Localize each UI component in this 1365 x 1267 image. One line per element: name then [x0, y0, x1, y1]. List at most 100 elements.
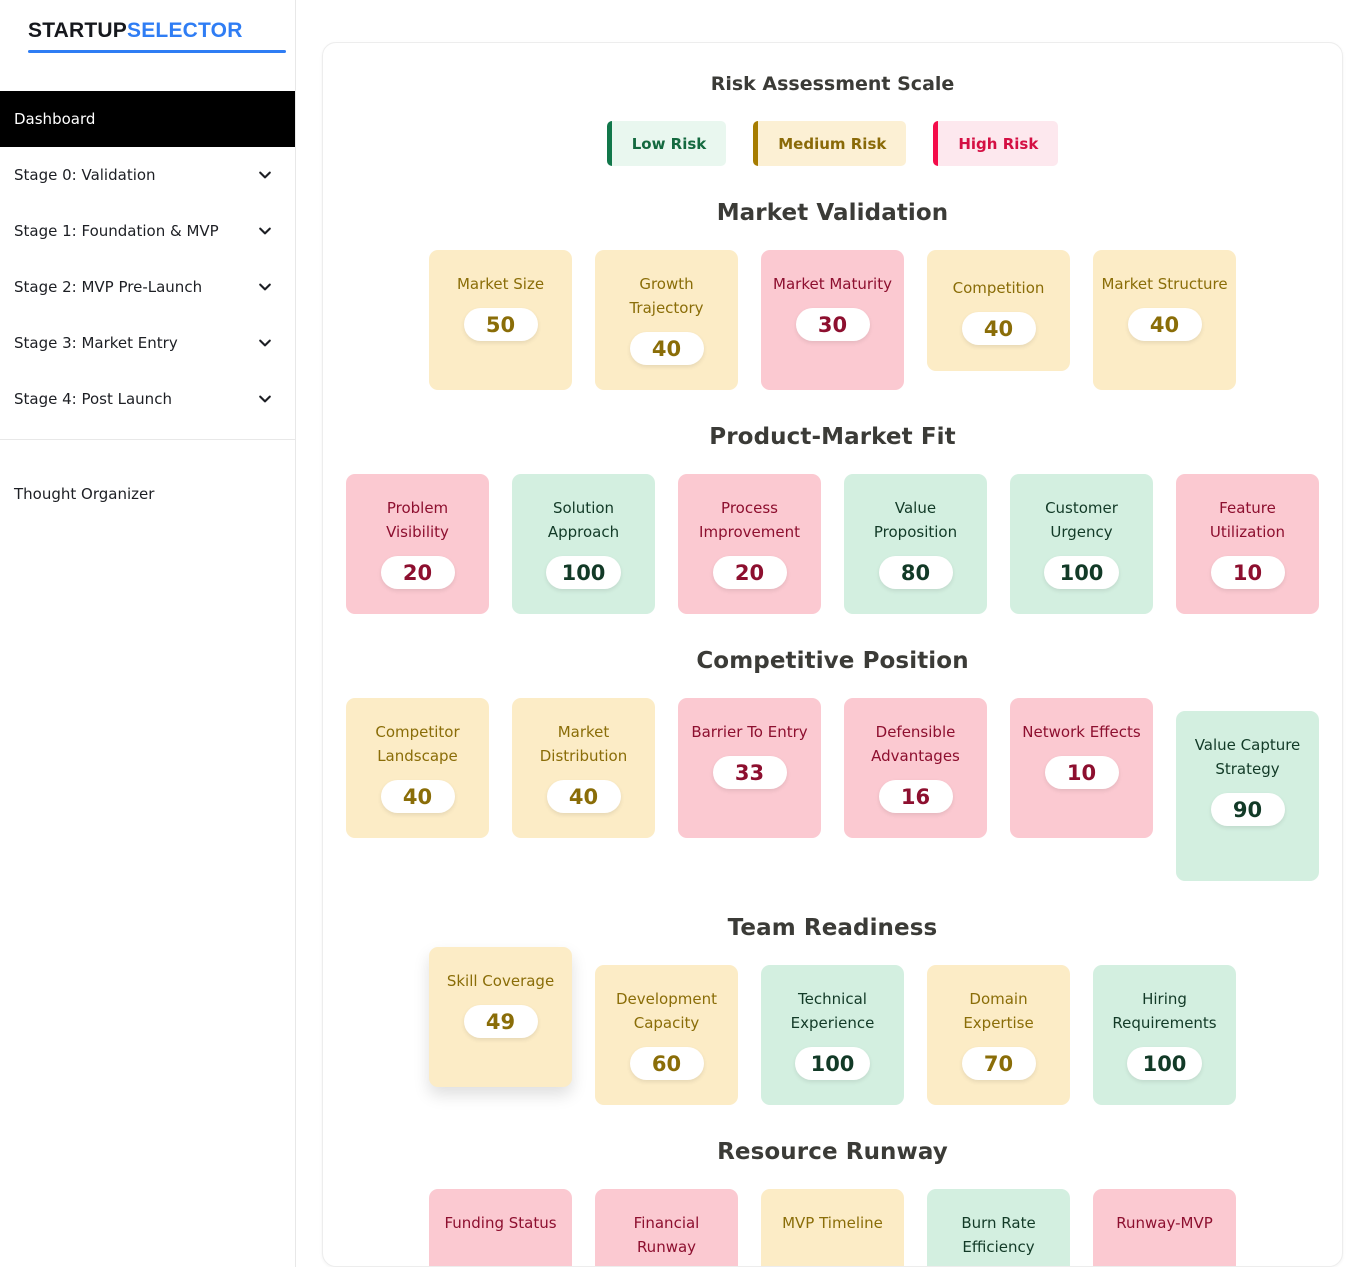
metric-card-label: Solution Approach [547, 499, 620, 541]
metric-card-row: Funding Status Financial Runway MVP Timeli… [323, 1189, 1342, 1266]
chevron-down-icon [257, 279, 273, 295]
metric-card-value: 40 [546, 780, 621, 813]
metric-card-label: Hiring Requirements [1112, 990, 1217, 1032]
metric-card-value: 100 [545, 556, 622, 589]
metric-card-value: 90 [1210, 793, 1285, 826]
metric-card-value-capture-strategy[interactable]: Value Capture Strategy 90 [1176, 711, 1319, 881]
metric-card-value: 50 [463, 308, 538, 341]
metric-card-label: Value Proposition [873, 499, 958, 541]
metric-card-label: Development Capacity [616, 990, 717, 1032]
section-title: Product-Market Fit [709, 424, 956, 450]
metric-card-burn-rate-efficiency[interactable]: Burn Rate Efficiency [927, 1189, 1070, 1266]
chevron-down-icon [257, 335, 273, 351]
metric-card-label: Technical Experience [790, 990, 875, 1032]
metric-card-hiring-requirements[interactable]: Hiring Requirements 100 [1093, 965, 1236, 1105]
sidebar-item-stage-4-post-launch[interactable]: Stage 4: Post Launch [0, 371, 295, 427]
metric-card-label: Financial Runway [633, 1214, 700, 1256]
sidebar-divider [0, 439, 296, 440]
metric-card-label: Customer Urgency [1045, 499, 1118, 541]
metric-card-technical-experience[interactable]: Technical Experience 100 [761, 965, 904, 1105]
sidebar-item-label: Thought Organizer [14, 485, 155, 503]
metric-card-row: Problem Visibility 20 Solution Approach 100… [323, 474, 1342, 614]
metric-card-feature-utilization[interactable]: Feature Utilization 10 [1176, 474, 1319, 614]
metric-card-label: Burn Rate Efficiency [961, 1214, 1036, 1256]
risk-legend: Low Risk Medium Risk High Risk [323, 121, 1342, 166]
metric-card-value: 60 [629, 1047, 704, 1080]
brand-logo[interactable]: STARTUPSELECTOR [0, 0, 295, 68]
metric-card-label: Value Capture Strategy [1194, 736, 1301, 778]
brand-title-part1: STARTUP [28, 19, 128, 42]
metric-card-market-size[interactable]: Market Size 50 [429, 250, 572, 390]
sidebar-item-thought-organizer[interactable]: Thought Organizer [0, 466, 295, 522]
metric-card-value: 20 [712, 556, 787, 589]
metric-card-mvp-timeline[interactable]: MVP Timeline [761, 1189, 904, 1266]
metric-card-value: 20 [380, 556, 455, 589]
sidebar-item-dashboard[interactable]: Dashboard [0, 91, 295, 147]
metric-card-domain-expertise[interactable]: Domain Expertise 70 [927, 965, 1070, 1105]
legend-chip-medium-risk[interactable]: Medium Risk [753, 121, 907, 166]
sidebar-item-stage-0-validation[interactable]: Stage 0: Validation [0, 147, 295, 203]
metric-card-value: 10 [1210, 556, 1285, 589]
metric-card-development-capacity[interactable]: Development Capacity 60 [595, 965, 738, 1105]
sidebar-item-stage-2-mvp-pre-launch[interactable]: Stage 2: MVP Pre-Launch [0, 259, 295, 315]
metric-card-label: Problem Visibility [386, 499, 449, 541]
metric-card-runway-mvp[interactable]: Runway-MVP [1093, 1189, 1236, 1266]
metric-card-market-structure[interactable]: Market Structure 40 [1093, 250, 1236, 390]
brand-title: STARTUPSELECTOR [28, 18, 295, 44]
sidebar-item-label: Stage 1: Foundation & MVP [14, 222, 219, 240]
section-title: Market Validation [716, 200, 949, 226]
chevron-down-icon [257, 167, 273, 183]
metric-card-value: 40 [629, 332, 704, 365]
metric-card-label: MVP Timeline [782, 1214, 883, 1232]
sidebar-item-stage-1-foundation-mvp[interactable]: Stage 1: Foundation & MVP [0, 203, 295, 259]
metric-card-funding-status[interactable]: Funding Status [429, 1189, 572, 1266]
metric-card-label: Feature Utilization [1209, 499, 1286, 541]
metric-card-label: Funding Status [444, 1214, 557, 1232]
sidebar-item-stage-3-market-entry[interactable]: Stage 3: Market Entry [0, 315, 295, 371]
legend-chip-low-risk[interactable]: Low Risk [606, 121, 727, 166]
metric-card-label: Market Structure [1101, 275, 1228, 293]
metric-card-value: 100 [794, 1047, 871, 1080]
metric-card-label: Domain Expertise [963, 990, 1034, 1032]
sidebar-item-label: Stage 4: Post Launch [14, 390, 172, 408]
metric-card-solution-approach[interactable]: Solution Approach 100 [512, 474, 655, 614]
metric-card-label: Competitor Landscape [375, 723, 460, 765]
metric-card-label: Market Size [456, 275, 545, 293]
metric-card-label: Defensible Advantages [871, 723, 960, 765]
metric-card-label: Network Effects [1022, 723, 1141, 741]
metric-card-value: 30 [795, 308, 870, 341]
metric-card-value: 40 [380, 780, 455, 813]
brand-title-part2: SELECTOR [127, 19, 243, 42]
metric-card-competitor-landscape[interactable]: Competitor Landscape 40 [346, 698, 489, 838]
metric-card-value-proposition[interactable]: Value Proposition 80 [844, 474, 987, 614]
metric-card-value: 100 [1126, 1047, 1203, 1080]
metric-card-label: Runway-MVP [1116, 1214, 1213, 1232]
metric-card-financial-runway[interactable]: Financial Runway [595, 1189, 738, 1266]
legend-chip-high-risk[interactable]: High Risk [933, 121, 1059, 166]
metric-card-value: 40 [1127, 308, 1202, 341]
metric-card-value: 49 [463, 1005, 538, 1038]
metric-card-problem-visibility[interactable]: Problem Visibility 20 [346, 474, 489, 614]
metric-card-value: 80 [878, 556, 953, 589]
sidebar-item-label: Dashboard [14, 110, 96, 128]
chevron-down-icon [257, 223, 273, 239]
metric-card-value: 70 [961, 1047, 1036, 1080]
